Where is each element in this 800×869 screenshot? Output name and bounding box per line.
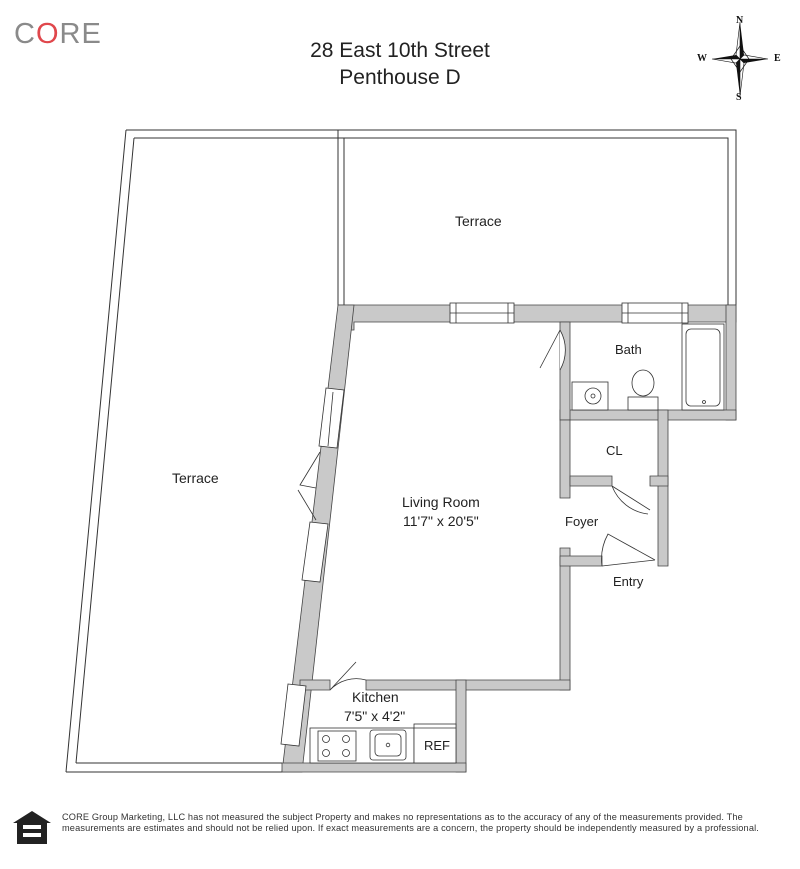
closet-label: CL [606,443,623,458]
equal-housing-icon [13,811,51,844]
kitchen-fixtures [309,723,457,764]
terrace-top-label: Terrace [455,213,502,229]
compass-south: S [736,92,742,103]
terrace-outline [65,129,737,773]
compass-rose-icon [711,21,769,97]
address-line: 28 East 10th Street [310,39,490,62]
compass-north: N [736,15,744,26]
disclaimer-text: CORE Group Marketing, LLC has not measur… [62,812,759,833]
living-room-dimensions: 11'7" x 20'5" [403,513,479,529]
unit-line: Penthouse D [339,66,461,89]
terrace-door [297,451,321,521]
compass-west: W [697,53,707,64]
listing-title: 28 East 10th Street Penthouse D [0,37,800,91]
entry-label: Entry [613,574,644,589]
windows [280,302,689,747]
kitchen-label: Kitchen [352,689,399,705]
kitchen-dimensions: 7'5" x 4'2" [344,708,406,724]
living-room-label: Living Room [402,494,480,510]
compass-east: E [774,53,781,64]
bath-label: Bath [615,342,642,357]
core-logo: CORE [14,18,102,50]
bath-fixtures [539,323,725,411]
walls [281,304,737,773]
refrigerator-label: REF [424,738,450,753]
terrace-left-label: Terrace [172,470,219,486]
door-swings [329,485,656,691]
foyer-label: Foyer [565,514,599,529]
